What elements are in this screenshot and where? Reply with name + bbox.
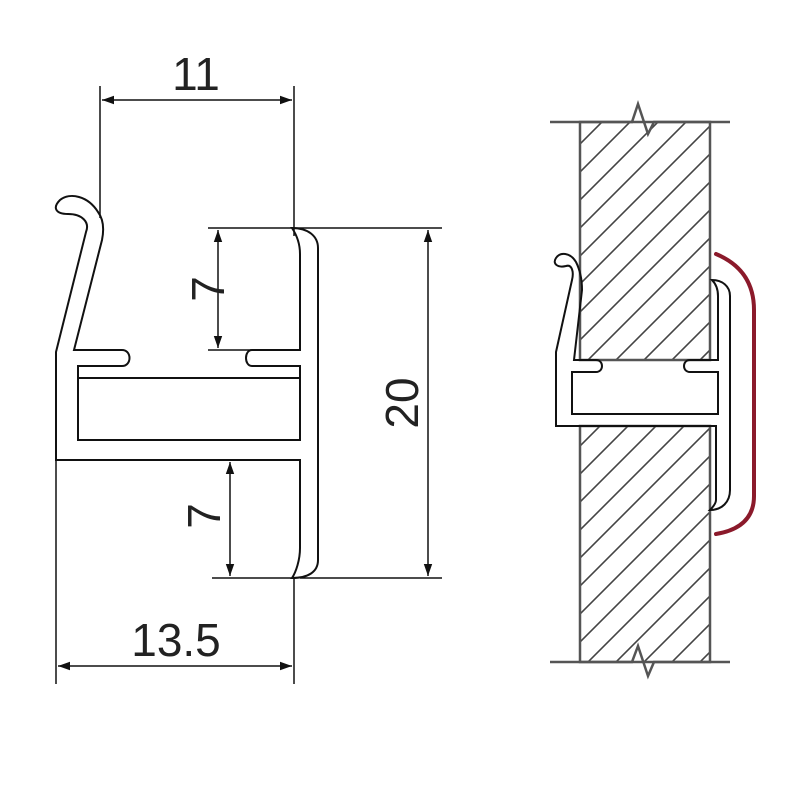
dimension-upper-slot: 7 [182, 227, 300, 351]
hatch-line [580, 426, 710, 662]
hatch-line [580, 122, 707, 360]
dimension-bottom-width: 13.5 [55, 460, 295, 684]
hatch-line [623, 122, 710, 360]
dimension-label: 7 [182, 276, 234, 302]
hatch-line [580, 122, 595, 360]
hatch-line [679, 122, 710, 360]
installation-detail [260, 100, 800, 682]
seal-strip-highlight [714, 252, 756, 536]
hatch-line [580, 426, 705, 662]
hatch-line [260, 406, 536, 682]
hatch-line [736, 102, 800, 380]
dimension-lower-slot: 7 [178, 459, 300, 579]
hatch-line [595, 426, 710, 662]
hatch-line [595, 122, 710, 360]
hatch-line [792, 102, 800, 380]
hatch-line [764, 406, 800, 682]
dimension-label: 13.5 [131, 614, 221, 666]
hatch-line [580, 122, 710, 360]
hatch-line [580, 426, 621, 662]
hatch-line [580, 426, 593, 662]
hatch-line [580, 426, 677, 662]
hatch-line [679, 426, 710, 662]
hatch-line [580, 122, 710, 360]
hatch-line [580, 426, 710, 662]
hatch-line [764, 102, 800, 380]
lower-panel-outline [578, 424, 712, 664]
lower-panel [260, 406, 800, 682]
hatch-line [288, 102, 566, 380]
fitted-profile-outline [553, 252, 731, 512]
hatch-line [580, 122, 710, 360]
profile-outline [54, 195, 319, 580]
break-line-bottom [550, 642, 730, 680]
dimension-label: 20 [376, 377, 428, 428]
dimension-overall-height: 20 [300, 227, 442, 579]
upper-panel-outline [578, 120, 712, 362]
hatch-line [580, 122, 679, 360]
hatch-line [580, 122, 710, 360]
hatch-line [580, 122, 651, 360]
hatch-line [792, 406, 800, 682]
hatch-line [580, 122, 710, 360]
dimension-label: 7 [178, 503, 230, 529]
hatch-line [580, 426, 649, 662]
hatch-line [580, 426, 710, 662]
break-line-top [550, 100, 730, 138]
hatch-line [580, 426, 710, 662]
hatch-line [736, 406, 800, 682]
hatch-line [651, 122, 710, 360]
dimension-label: 11 [172, 48, 220, 100]
hatch-line [260, 102, 538, 380]
hatch-line [580, 426, 710, 662]
profile-inner-cavity [77, 377, 301, 441]
hatch-line [623, 426, 710, 662]
dimension-top-width: 11 [99, 48, 295, 236]
upper-panel [260, 102, 800, 380]
hatch-line [288, 406, 564, 682]
hatch-line [651, 426, 710, 662]
